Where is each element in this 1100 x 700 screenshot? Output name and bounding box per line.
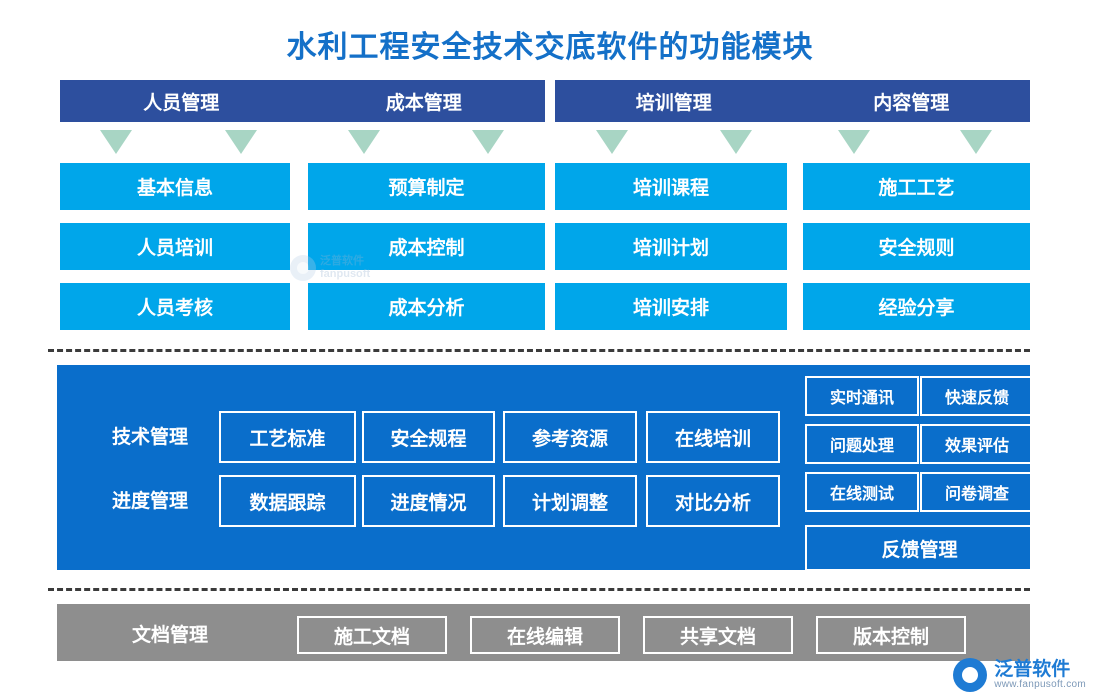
box-quick-feedback[interactable]: 快速反馈 [920, 376, 1034, 416]
card-cost-control[interactable]: 成本控制 [308, 223, 545, 270]
brand-logo: 泛普软件 www.fanpusoft.com [953, 658, 1086, 692]
card-training-plan[interactable]: 培训计划 [555, 223, 787, 270]
divider-top [48, 349, 1030, 352]
document-management-bar [57, 604, 1030, 661]
card-training-course[interactable]: 培训课程 [555, 163, 787, 210]
arrow-down-icon-4 [472, 130, 504, 154]
card-basic-info[interactable]: 基本信息 [60, 163, 290, 210]
header-people-management[interactable]: 人员管理 [143, 92, 220, 114]
box-questionnaire-survey[interactable]: 问卷调查 [920, 472, 1034, 512]
card-staff-training[interactable]: 人员培训 [60, 223, 290, 270]
page-title: 水利工程安全技术交底软件的功能模块 [286, 31, 814, 64]
arrow-down-icon-5 [596, 130, 628, 154]
box-reference-resource[interactable]: 参考资源 [503, 411, 637, 463]
box-progress-status[interactable]: 进度情况 [362, 475, 495, 527]
box-process-standard[interactable]: 工艺标准 [219, 411, 356, 463]
box-shared-document[interactable]: 共享文档 [643, 616, 793, 654]
card-training-schedule[interactable]: 培训安排 [555, 283, 787, 330]
box-effect-evaluation[interactable]: 效果评估 [920, 424, 1034, 464]
header-group-left: 人员管理 成本管理 [60, 80, 545, 122]
arrow-down-icon-8 [960, 130, 992, 154]
header-content-management[interactable]: 内容管理 [873, 92, 950, 114]
mid-panel [57, 365, 1030, 570]
box-issue-handling[interactable]: 问题处理 [805, 424, 919, 464]
box-online-test[interactable]: 在线测试 [805, 472, 919, 512]
divider-bottom [48, 588, 1030, 591]
brand-logo-text: 泛普软件 www.fanpusoft.com [994, 658, 1086, 690]
arrow-down-icon-2 [225, 130, 257, 154]
box-online-editing[interactable]: 在线编辑 [470, 616, 620, 654]
box-construction-document[interactable]: 施工文档 [297, 616, 447, 654]
fanpu-logo-icon [953, 658, 988, 692]
label-document-management: 文档管理 [131, 624, 208, 646]
box-feedback-management[interactable]: 反馈管理 [805, 525, 1034, 571]
header-cost-management[interactable]: 成本管理 [385, 92, 462, 114]
arrow-down-icon-7 [838, 130, 870, 154]
box-online-training[interactable]: 在线培训 [646, 411, 780, 463]
card-experience-sharing[interactable]: 经验分享 [803, 283, 1030, 330]
box-data-tracking[interactable]: 数据跟踪 [219, 475, 356, 527]
card-staff-assessment[interactable]: 人员考核 [60, 283, 290, 330]
label-progress-management: 进度管理 [111, 490, 188, 512]
card-construction-process[interactable]: 施工工艺 [803, 163, 1030, 210]
arrow-down-icon-6 [720, 130, 752, 154]
brand-name: 泛普软件 [994, 658, 1071, 680]
arrow-down-icon-3 [348, 130, 380, 154]
box-safety-procedure[interactable]: 安全规程 [362, 411, 495, 463]
card-safety-rules[interactable]: 安全规则 [803, 223, 1030, 270]
box-version-control[interactable]: 版本控制 [816, 616, 966, 654]
box-realtime-communication[interactable]: 实时通讯 [805, 376, 919, 416]
card-cost-analysis[interactable]: 成本分析 [308, 283, 545, 330]
brand-url: www.fanpusoft.com [994, 678, 1086, 690]
card-budget-making[interactable]: 预算制定 [308, 163, 545, 210]
header-training-management[interactable]: 培训管理 [635, 92, 712, 114]
box-comparison-analysis[interactable]: 对比分析 [646, 475, 780, 527]
box-plan-adjustment[interactable]: 计划调整 [503, 475, 637, 527]
label-technical-management: 技术管理 [111, 426, 188, 448]
header-group-right: 培训管理 内容管理 [555, 80, 1030, 122]
arrow-down-icon-1 [100, 130, 132, 154]
